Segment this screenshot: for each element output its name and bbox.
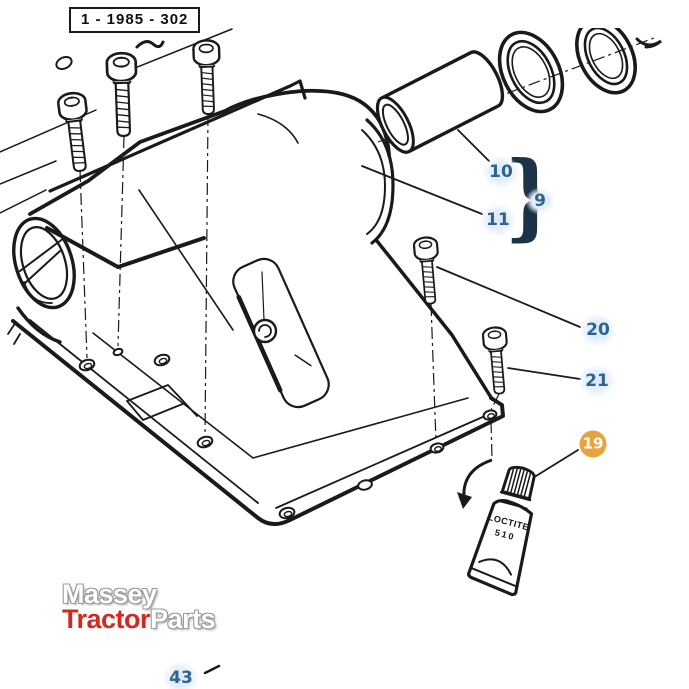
callout-9[interactable]: 9	[525, 187, 555, 215]
inspection-slot	[232, 257, 330, 409]
seal-rings	[497, 28, 637, 114]
mounting-flange	[7, 319, 505, 526]
callout-19-highlighted[interactable]: 19	[579, 430, 607, 458]
callout-20[interactable]: 20	[579, 313, 617, 347]
massey-tractor-parts-logo: Massey TractorParts	[62, 579, 216, 634]
flange-bolt-holes	[78, 347, 498, 520]
callout-10[interactable]: 10	[482, 155, 520, 189]
hex-bolt-item-21	[481, 325, 513, 396]
loctite-tube-item-19: LOCTITE 510	[467, 465, 536, 597]
hex-bolt	[105, 51, 140, 138]
callout-21[interactable]: 21	[578, 364, 616, 398]
logo-word-parts: Parts	[150, 603, 216, 634]
logo-line-2: TractorParts	[62, 603, 216, 634]
hex-bolt	[56, 90, 96, 174]
callout-11[interactable]: 11	[479, 203, 517, 237]
logo-word-massey: Massey	[62, 579, 157, 609]
hex-bolt	[191, 38, 223, 116]
sealant-apply-arrow	[457, 458, 493, 509]
callout-43-clipped[interactable]: 43	[162, 661, 200, 689]
bushing-item-10	[375, 50, 505, 154]
leader-lines	[203, 129, 581, 675]
adjacent-part-edges	[0, 28, 662, 214]
logo-word-tractor: Tractor	[62, 603, 151, 634]
part-number-box: 1 - 1985 - 302	[69, 7, 201, 33]
assembly-centerlines	[79, 37, 655, 459]
